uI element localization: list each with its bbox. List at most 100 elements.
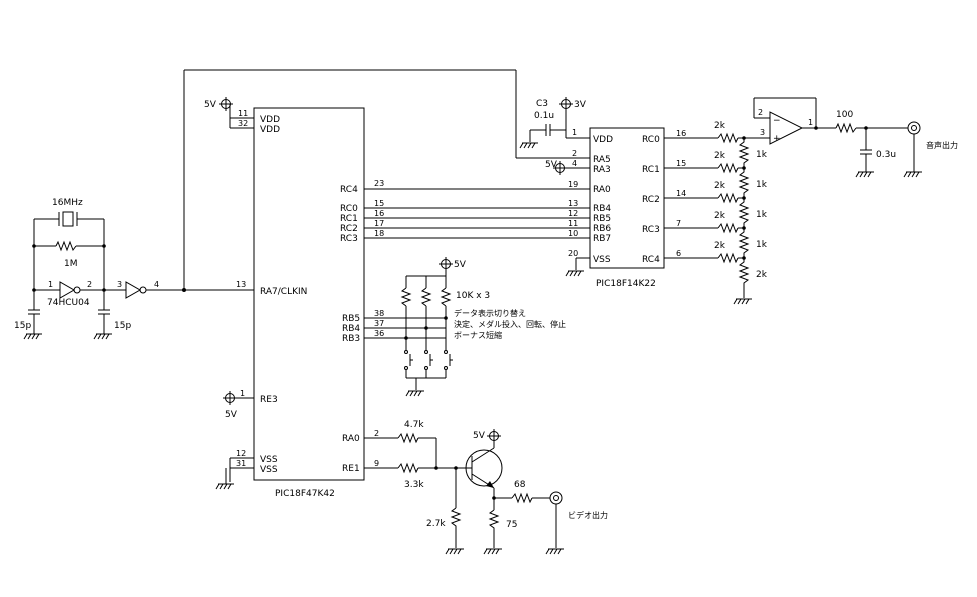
clock-wire [182,69,517,292]
svg-text:15: 15 [374,199,384,208]
svg-text:1: 1 [808,118,813,127]
resistor-1m-label: 1M [64,259,78,269]
svg-text:2k: 2k [714,121,726,131]
svg-text:RA5: RA5 [593,155,611,165]
svg-text:20: 20 [568,249,578,258]
audio-cap-label: 0.3u [876,150,896,160]
svg-text:VSS: VSS [260,465,278,475]
video-r-out-label: 68 [514,480,526,490]
cap-left-label: 15p [14,321,31,331]
svg-text:RC3: RC3 [642,225,660,235]
button-note-bonus: ボーナス短縮 [454,330,502,340]
svg-text:RE3: RE3 [260,395,278,405]
svg-text:RC1: RC1 [340,214,358,224]
audio-output: − + 3 2 1 100 0.3u 音声出力 [744,97,958,178]
svg-text:VSS: VSS [593,255,611,265]
button-section: 5V 10K x 3 [364,256,566,397]
svg-text:1: 1 [572,128,577,137]
svg-text:3: 3 [760,128,765,137]
inverter-label: 74HCU04 [47,298,90,308]
svg-text:2: 2 [374,429,379,438]
svg-text:4: 4 [154,280,159,289]
svg-text:RB5: RB5 [342,314,360,324]
mcu-sound-name: PIC18F14K22 [596,279,656,289]
button-note-actions: 決定、メダル投入、回転、停止 [454,319,566,329]
video-r-ra0-label: 4.7k [404,420,424,430]
svg-text:+: + [773,134,781,144]
svg-text:19: 19 [568,180,578,189]
svg-text:2: 2 [87,280,92,289]
mcu-main: PIC18F47K42 11 32 VDD VDD 13 RA7/CLKIN 1… [184,104,384,499]
video-output-label: ビデオ出力 [568,510,608,520]
v5-label-re3: 5V [225,410,238,420]
svg-text:RB4: RB4 [342,324,360,334]
svg-text:14: 14 [676,189,686,198]
svg-text:VDD: VDD [260,125,280,135]
svg-text:6: 6 [676,249,681,258]
svg-text:3: 3 [117,280,122,289]
svg-text:1k: 1k [756,240,768,250]
video-r-base-label: 2.7k [426,519,446,529]
svg-text:RB6: RB6 [593,224,611,234]
svg-text:RB5: RB5 [593,214,611,224]
svg-text:RC2: RC2 [642,195,660,205]
svg-text:13: 13 [236,280,246,289]
svg-text:16: 16 [676,129,686,138]
svg-text:2: 2 [758,108,763,117]
svg-text:RA0: RA0 [593,185,611,195]
svg-text:37: 37 [374,319,384,328]
svg-text:17: 17 [374,219,384,228]
audio-output-label: 音声出力 [926,140,958,150]
svg-text:1: 1 [240,389,245,398]
mcu-bus [364,188,590,239]
v5-label-video: 5V [473,431,486,441]
svg-text:1: 1 [48,280,53,289]
audio-resistor-label: 100 [836,110,853,120]
svg-text:2k: 2k [756,270,768,280]
svg-text:32: 32 [238,119,248,128]
svg-text:9: 9 [374,459,379,468]
svg-text:VDD: VDD [593,135,613,145]
svg-text:RB4: RB4 [593,204,611,214]
svg-text:2: 2 [572,149,577,158]
svg-text:RC4: RC4 [642,255,660,265]
svg-text:RC2: RC2 [340,224,358,234]
cap-right-label: 15p [114,321,131,331]
svg-text:VDD: VDD [260,115,280,125]
svg-text:23: 23 [374,179,384,188]
c3-value: 0.1u [534,111,554,121]
svg-text:2k: 2k [714,211,726,221]
svg-text:36: 36 [374,329,384,338]
svg-text:1k: 1k [756,180,768,190]
svg-text:2k: 2k [714,181,726,191]
svg-text:RB7: RB7 [593,234,611,244]
v5-label-ra3: 5V [545,160,558,170]
mcu-sound: PIC18F14K22 VDD 1 RA5 2 RA3 4 RA0 19 RB4… [516,96,686,289]
svg-text:11: 11 [238,109,248,118]
video-r-re1-label: 3.3k [404,480,424,490]
svg-text:12: 12 [236,449,246,458]
svg-text:RE1: RE1 [342,464,360,474]
v5-label-main: 5V [204,100,217,110]
v5-label-buttons: 5V [454,260,467,270]
svg-text:12: 12 [568,209,578,218]
video-r-emitter-label: 75 [506,520,517,530]
svg-text:18: 18 [374,229,384,238]
oscillator: 16MHz 1M 1 2 74HCU04 15p 15p [14,198,184,340]
svg-text:RA7/CLKIN: RA7/CLKIN [260,287,307,297]
v3-label: 3V [574,100,587,110]
video-output: 4.7k 3.3k 2.7k 5V 75 68 ビデオ出力 [364,420,608,555]
svg-text:RC0: RC0 [642,135,660,145]
svg-text:7: 7 [676,219,681,228]
pullups-label: 10K x 3 [456,291,490,301]
svg-text:38: 38 [374,309,384,318]
svg-text:2k: 2k [714,151,726,161]
svg-text:16: 16 [374,209,384,218]
svg-text:2k: 2k [714,241,726,251]
svg-text:RC0: RC0 [340,204,358,214]
svg-text:−: − [773,116,781,126]
svg-text:10: 10 [568,229,578,238]
svg-text:13: 13 [568,199,578,208]
svg-text:RA3: RA3 [593,165,611,175]
